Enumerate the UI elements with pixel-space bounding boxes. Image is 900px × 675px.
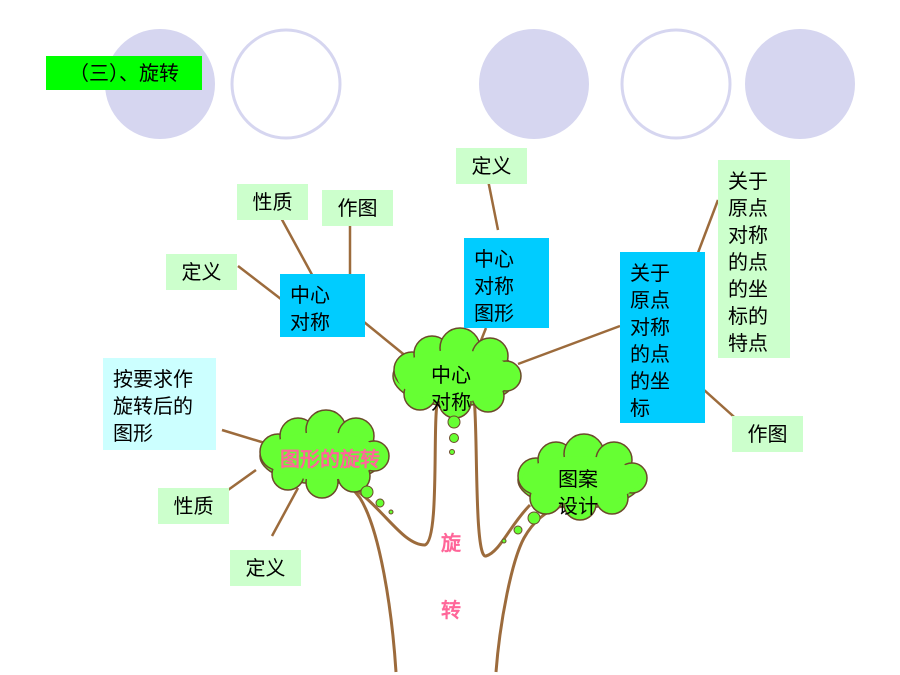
- node-zuotu-top: 作图: [322, 190, 393, 226]
- node-dingyi-bottom: 定义: [230, 550, 301, 586]
- node-zuotu-top-label: 作图: [337, 196, 378, 220]
- cloud-pattern-shape: [517, 433, 648, 521]
- deco-circle-4: [620, 28, 732, 140]
- node-draw-rotated-figure: 按要求作 旋转后的 图形: [103, 358, 216, 450]
- node-xingzhi-top-label: 性质: [252, 190, 293, 214]
- node-zuotu-right: 作图: [732, 416, 803, 452]
- thought-bubbles: [360, 415, 541, 544]
- cloud-rotated-label: 图形的旋转: [280, 447, 380, 471]
- node-dingyi-left-label: 定义: [181, 260, 222, 284]
- cloud-center-label: 中心 对称: [431, 363, 471, 414]
- node-center-symmetry-left: 中心 对称: [280, 274, 365, 337]
- node-xingzhi-bottom-label: 性质: [173, 494, 214, 518]
- node-dingyi-top: 定义: [456, 148, 527, 184]
- deco-circle-5: [745, 29, 855, 139]
- node-origin-symmetry-features: 关于 原点 对称 的点 的坐 标的 特点: [718, 160, 790, 358]
- node-dingyi-top-label: 定义: [471, 154, 512, 178]
- node-zuotu-right-label: 作图: [747, 422, 788, 446]
- node-origin-symmetry-blue: 关于 原点 对称 的点 的坐 标: [620, 252, 705, 423]
- cloud-rotated-shape: [259, 409, 390, 499]
- slide-title: （三）、旋转: [46, 56, 202, 90]
- cloud-pattern-label: 图案 设计: [558, 467, 598, 518]
- deco-circle-3: [479, 29, 589, 139]
- cloud-center-shape: [392, 327, 522, 419]
- deco-circle-2: [230, 28, 342, 140]
- trunk-char-1: 旋: [441, 531, 461, 555]
- node-xingzhi-bottom: 性质: [158, 488, 229, 524]
- node-center-symmetric-figure: 中心 对称 图形: [464, 238, 549, 328]
- trunk-char-2: 转: [441, 598, 461, 622]
- node-dingyi-left: 定义: [166, 254, 237, 290]
- node-xingzhi-top: 性质: [237, 184, 308, 220]
- node-dingyi-bottom-label: 定义: [245, 556, 286, 580]
